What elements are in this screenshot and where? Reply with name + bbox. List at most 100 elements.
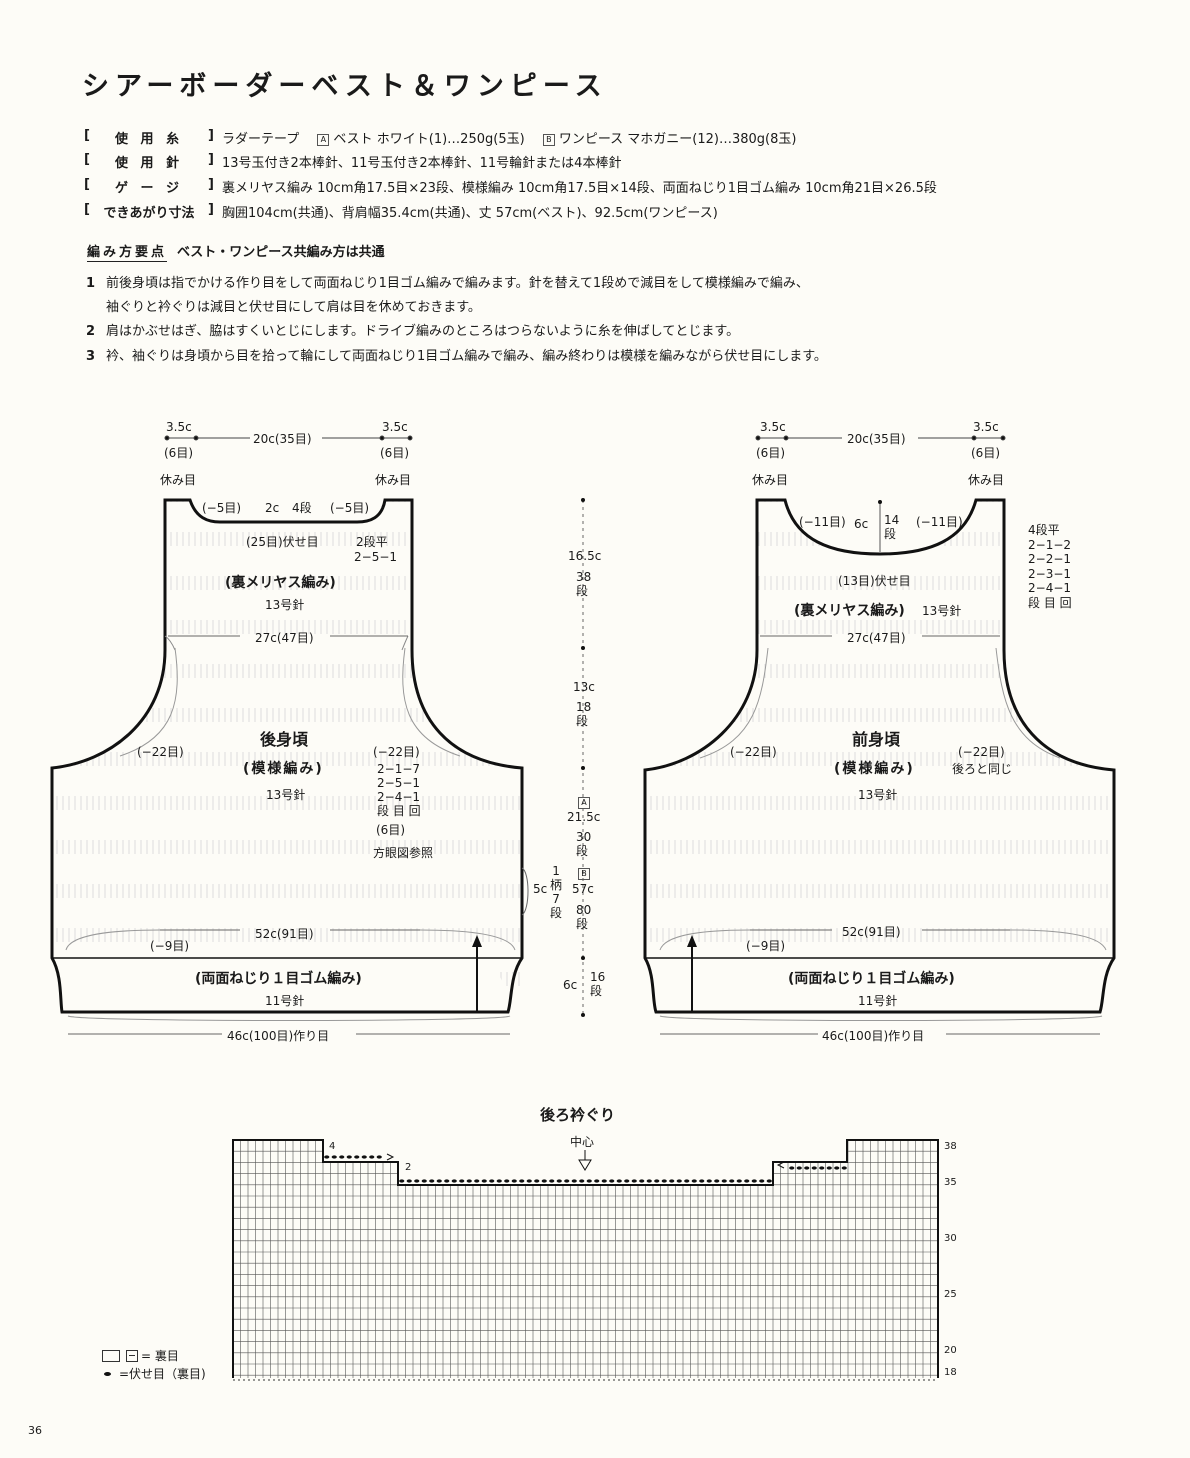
bind-off-mark	[646, 1179, 652, 1183]
back-arm-rule: 2−1−7 2−5−1 2−4−1 段 目 回	[377, 762, 421, 818]
back-cast-on: 46c(100目)作り目	[227, 1029, 330, 1043]
back-pattern: (模様編み)	[243, 761, 324, 777]
bind-off-mark	[421, 1179, 427, 1183]
bind-off-mark	[489, 1179, 495, 1183]
length-1: 16.5c	[568, 549, 602, 563]
front-neck-depth: 6c	[854, 517, 869, 531]
bind-off-mark	[496, 1179, 502, 1183]
bind-off-mark	[766, 1179, 772, 1183]
front-rest-r: 休み目	[968, 473, 1005, 487]
front-needle-11: 11号針	[858, 994, 898, 1008]
width-dims	[68, 635, 1100, 1035]
front-rib: (両面ねじり１目ゴム編み)	[788, 971, 955, 987]
front-shoulder-width-l: 3.5c	[760, 420, 786, 434]
front-neck-dec-l: (−11目)	[799, 515, 846, 529]
row-label-25: 25	[944, 1289, 957, 1300]
chart-center-label: 中心	[570, 1135, 595, 1149]
bind-off-mark	[594, 1179, 600, 1183]
bind-off-mark	[504, 1179, 510, 1183]
direction-arrow-icon	[386, 1153, 395, 1161]
back-neck-dec-r: (−5目)	[330, 501, 370, 515]
legend-purl: = 裏目	[102, 1347, 179, 1364]
spec-gauge: [ゲ ー ジ] 裏メリヤス編み 10cm角17.5目×23段、模様編み 10cm…	[84, 177, 937, 196]
back-shoulder-width-r: 3.5c	[382, 420, 408, 434]
front-width-52: 52c(91目)	[842, 925, 901, 939]
spec-finished-size: [できあがり寸法] 胸囲104cm(共通)、背肩幅35.4cm(共通)、丈 57…	[84, 202, 718, 221]
back-needle-13b: 13号針	[266, 788, 306, 802]
back-arm-dec-r: (−22目)	[373, 745, 420, 759]
variant-b-text: ワンピース マホガニー(12)…380g(8玉)	[558, 132, 797, 147]
bind-off-mark	[549, 1179, 555, 1183]
bind-off-mark	[556, 1179, 562, 1183]
back-arm-bind: (6目)	[376, 823, 405, 837]
front-neck-width: 20c(35目)	[847, 432, 906, 446]
bind-off-mark	[601, 1179, 607, 1183]
bind-off-mark	[804, 1166, 810, 1170]
front-needle-13: 13号針	[922, 604, 962, 618]
back-shoulder-width-l: 3.5c	[166, 420, 192, 434]
front-neck-dec-r: (−11目)	[916, 515, 963, 529]
back-neck-rule-2: 2−5−1	[354, 550, 398, 564]
back-shoulder-st-l: (6目)	[164, 446, 193, 460]
bind-off-mark	[616, 1179, 622, 1183]
bind-off-mark	[691, 1179, 697, 1183]
length-box-a: A	[578, 797, 590, 809]
front-width-27: 27c(47目)	[847, 631, 906, 645]
chart-title: 後ろ衿ぐり	[540, 1106, 616, 1124]
back-neck-width: 20c(35目)	[253, 432, 312, 446]
front-arm-dec-r: (−22目)	[958, 745, 1005, 759]
bind-off-mark	[744, 1179, 750, 1183]
bind-off-mark	[789, 1166, 795, 1170]
bind-off-mark	[624, 1179, 630, 1183]
back-bind-off: (25目)伏せ目	[246, 535, 319, 549]
back-rib: (両面ねじり１目ゴム編み)	[195, 971, 362, 987]
row-label-18: 18	[944, 1367, 957, 1378]
length-4: 57c	[572, 882, 594, 896]
points-subheading: ベスト・ワンピース共編み方は共通	[177, 245, 385, 260]
bind-off-mark	[736, 1179, 742, 1183]
bind-off-mark	[826, 1166, 832, 1170]
bind-off-mark	[699, 1179, 705, 1183]
bind-off-mark	[706, 1179, 712, 1183]
variant-b-box: B	[542, 133, 555, 146]
back-rest-l: 休み目	[160, 473, 197, 487]
bind-off-mark	[721, 1179, 727, 1183]
bind-off-mark	[819, 1166, 825, 1170]
bind-off-mark	[631, 1179, 637, 1183]
back-width-52: 52c(91目)	[255, 927, 314, 941]
front-shoulder-st-r: (6目)	[971, 446, 1000, 460]
back-see-chart: 方眼図参照	[373, 846, 434, 860]
bind-off-mark	[376, 1155, 382, 1159]
bind-off-mark	[399, 1179, 405, 1183]
page-title: シアーボーダーベスト＆ワンピース	[82, 71, 608, 102]
empty-square-icon	[102, 1349, 120, 1362]
variant-a-box: A	[317, 133, 330, 146]
bind-off-mark	[609, 1179, 615, 1183]
bind-off-mark	[669, 1179, 675, 1183]
back-hem-dec: (−9目)	[150, 939, 190, 953]
back-body	[50, 498, 524, 1021]
bind-off-mark	[436, 1179, 442, 1183]
row-label-35: 35	[944, 1177, 957, 1188]
bind-off-mark	[541, 1179, 547, 1183]
spec-value: 裏メリヤス編み 10cm角17.5目×23段、模様編み 10cm角17.5目×1…	[222, 181, 937, 196]
spec-label: ゲ ー ジ	[114, 181, 184, 196]
bind-off-mark	[474, 1179, 480, 1183]
length-line	[581, 498, 585, 1017]
front-pattern: (模様編み)	[834, 761, 915, 777]
back-rest-r: 休み目	[375, 473, 412, 487]
repeat-rows: 1 柄 7 段	[550, 864, 563, 920]
bind-off-mark	[564, 1179, 570, 1183]
front-shoulder-st-l: (6目)	[756, 446, 785, 460]
front-same-as-back: 後ろと同じ	[952, 762, 1013, 776]
